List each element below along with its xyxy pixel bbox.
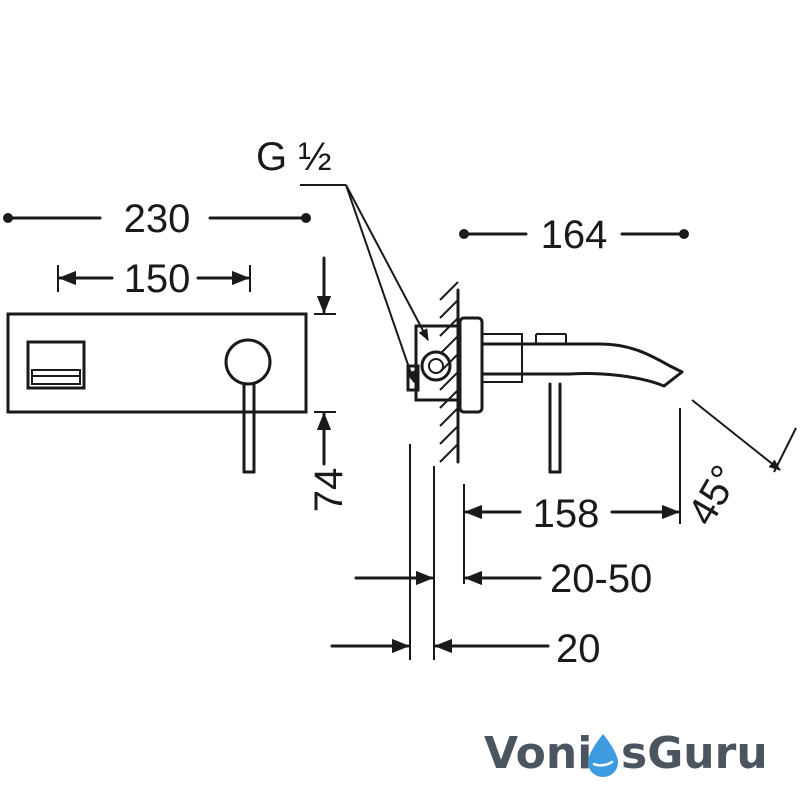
dim-20-label: 20 [556, 627, 601, 671]
dim-164: 164 [459, 213, 689, 257]
dim-20-50-label: 20-50 [550, 557, 652, 601]
angle-label: 45° [680, 458, 748, 532]
front-view: 230 150 [3, 197, 351, 512]
spout [480, 333, 684, 388]
side-flange [458, 316, 484, 414]
logo-text-part1: Voni [484, 728, 592, 779]
dim-164-label: 164 [541, 213, 608, 257]
logo-text-part2: sGuru [621, 728, 768, 779]
thread-label: G ½ [256, 135, 332, 179]
dim-230-label: 230 [124, 197, 191, 241]
side-view: G ½ 164 [256, 135, 797, 671]
extension-lines [409, 408, 681, 660]
dim-20: 20 [330, 627, 601, 671]
concealed-body [406, 324, 462, 402]
water-drop-icon [588, 734, 618, 777]
side-lever [548, 382, 562, 474]
dim-230: 230 [3, 197, 311, 241]
mixer-window [26, 340, 86, 390]
dim-158: 158 [464, 492, 680, 536]
brand-logo: Voni sGuru [484, 728, 768, 779]
lever-handle [224, 338, 272, 474]
dim-20-50: 20-50 [354, 557, 652, 601]
dim-74: 74 [307, 256, 351, 513]
dim-150: 150 [57, 257, 251, 301]
dim-74-label: 74 [307, 468, 351, 513]
wall-plate [6, 312, 308, 414]
dim-158-label: 158 [533, 492, 600, 536]
thread-leader [300, 184, 429, 384]
dim-150-label: 150 [124, 257, 191, 301]
dim-45-angle: 45° [680, 399, 797, 533]
